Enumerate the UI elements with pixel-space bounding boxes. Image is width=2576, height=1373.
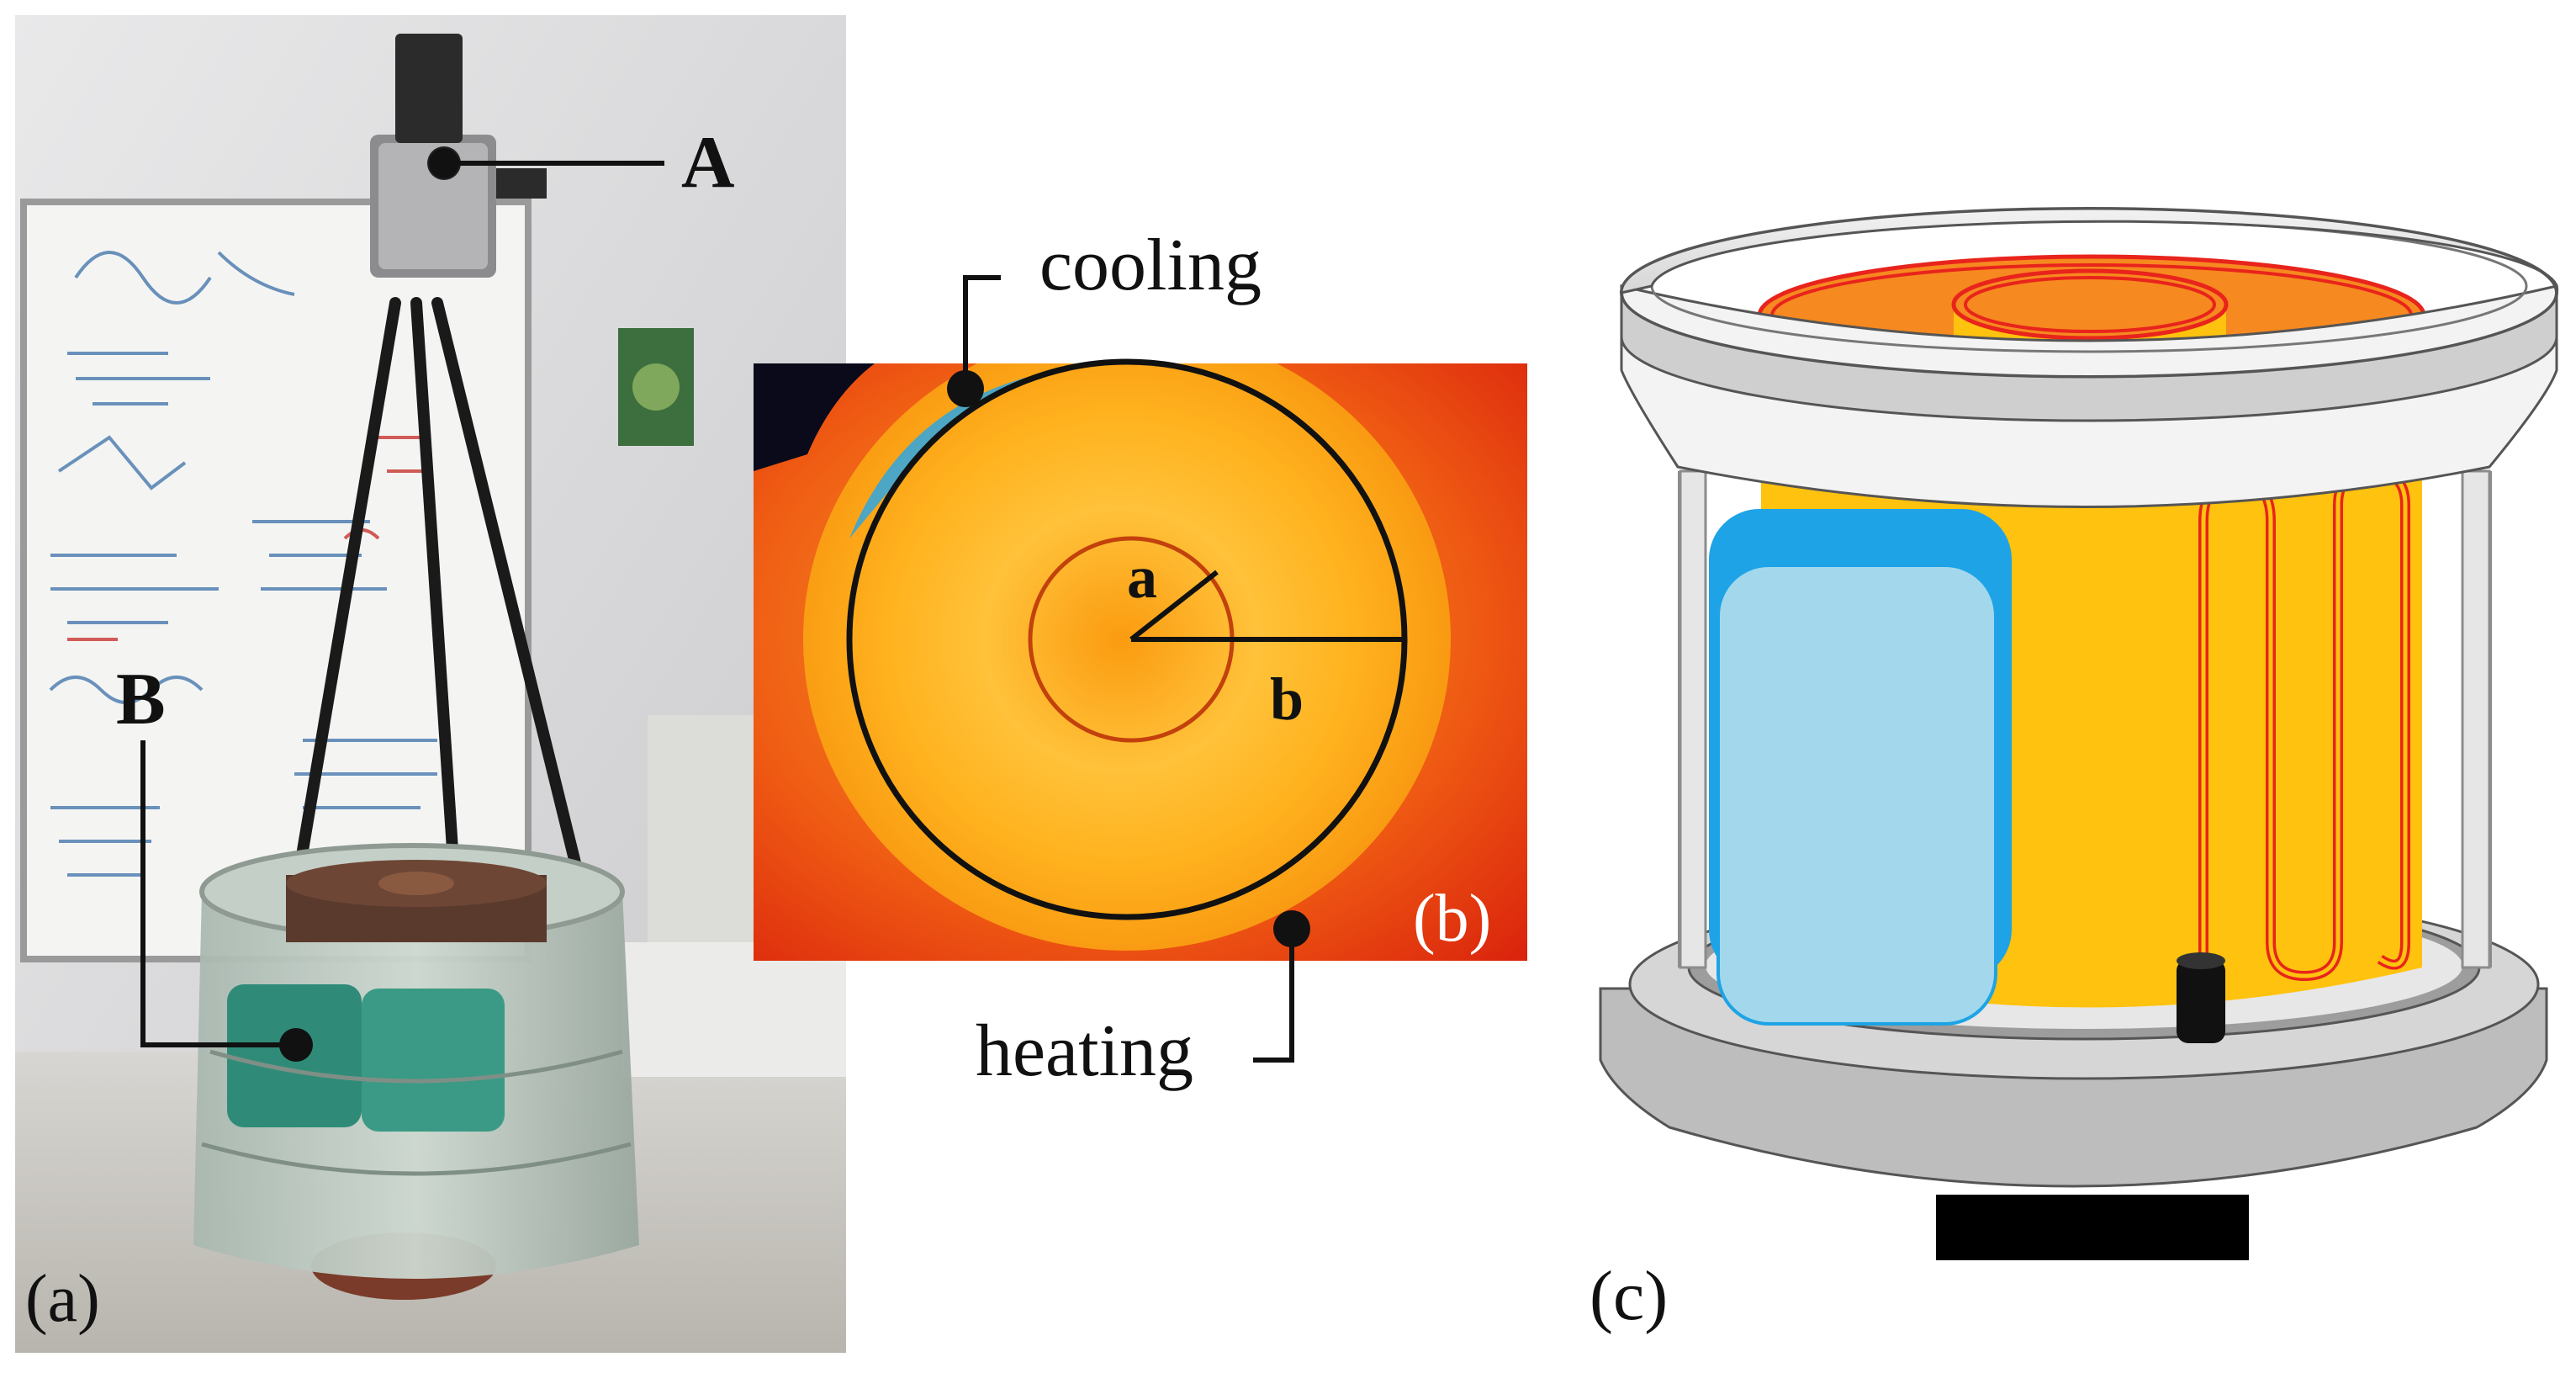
heater-connector — [2177, 959, 2225, 1043]
base-stand — [1936, 1195, 2249, 1260]
lab-shelf — [622, 942, 846, 1077]
heating-label: heating — [976, 1010, 1193, 1092]
panel-a-photo: A B (a) — [15, 15, 846, 1353]
cooling-label: cooling — [1039, 225, 1262, 306]
callout-a: A — [429, 122, 735, 204]
radius-a-line — [1129, 570, 1219, 642]
radius-b-label: b — [1270, 665, 1304, 733]
callout-b-label: B — [116, 659, 166, 740]
panel-c-schematic: (c) — [1590, 207, 2559, 1335]
heating-callout: heating — [976, 910, 1310, 1092]
cylinder-apparatus — [193, 843, 639, 1300]
panel-b-thermal: a b cooling heating (b) — [754, 225, 1527, 1092]
whiteboard-scribbles — [49, 251, 437, 877]
callout-a-label: A — [681, 122, 735, 204]
thermal-dark-corner — [754, 363, 875, 471]
thermal-disk — [803, 363, 1451, 951]
heater-connector-top — [2177, 952, 2225, 969]
panel-c-tag: (c) — [1590, 1257, 1668, 1335]
thermal-camera — [370, 34, 547, 278]
inner-cylinder-top — [1951, 268, 2229, 341]
outer-wall-left-edge — [1679, 469, 1707, 969]
lid-ring-lower — [1620, 292, 2558, 422]
painting-swirl — [632, 363, 680, 411]
panel-b-tag: (b) — [1413, 882, 1491, 956]
cooling-callout: cooling — [947, 225, 1262, 407]
inner-cylinder-rim — [1964, 276, 2216, 333]
cooling-pad-front — [1716, 564, 1997, 1026]
radius-a-label: a — [1127, 543, 1157, 611]
outer-wall-right-edge — [2461, 469, 2491, 969]
callout-b: B — [116, 659, 313, 1062]
panel-a-tag: (a) — [25, 1262, 100, 1336]
